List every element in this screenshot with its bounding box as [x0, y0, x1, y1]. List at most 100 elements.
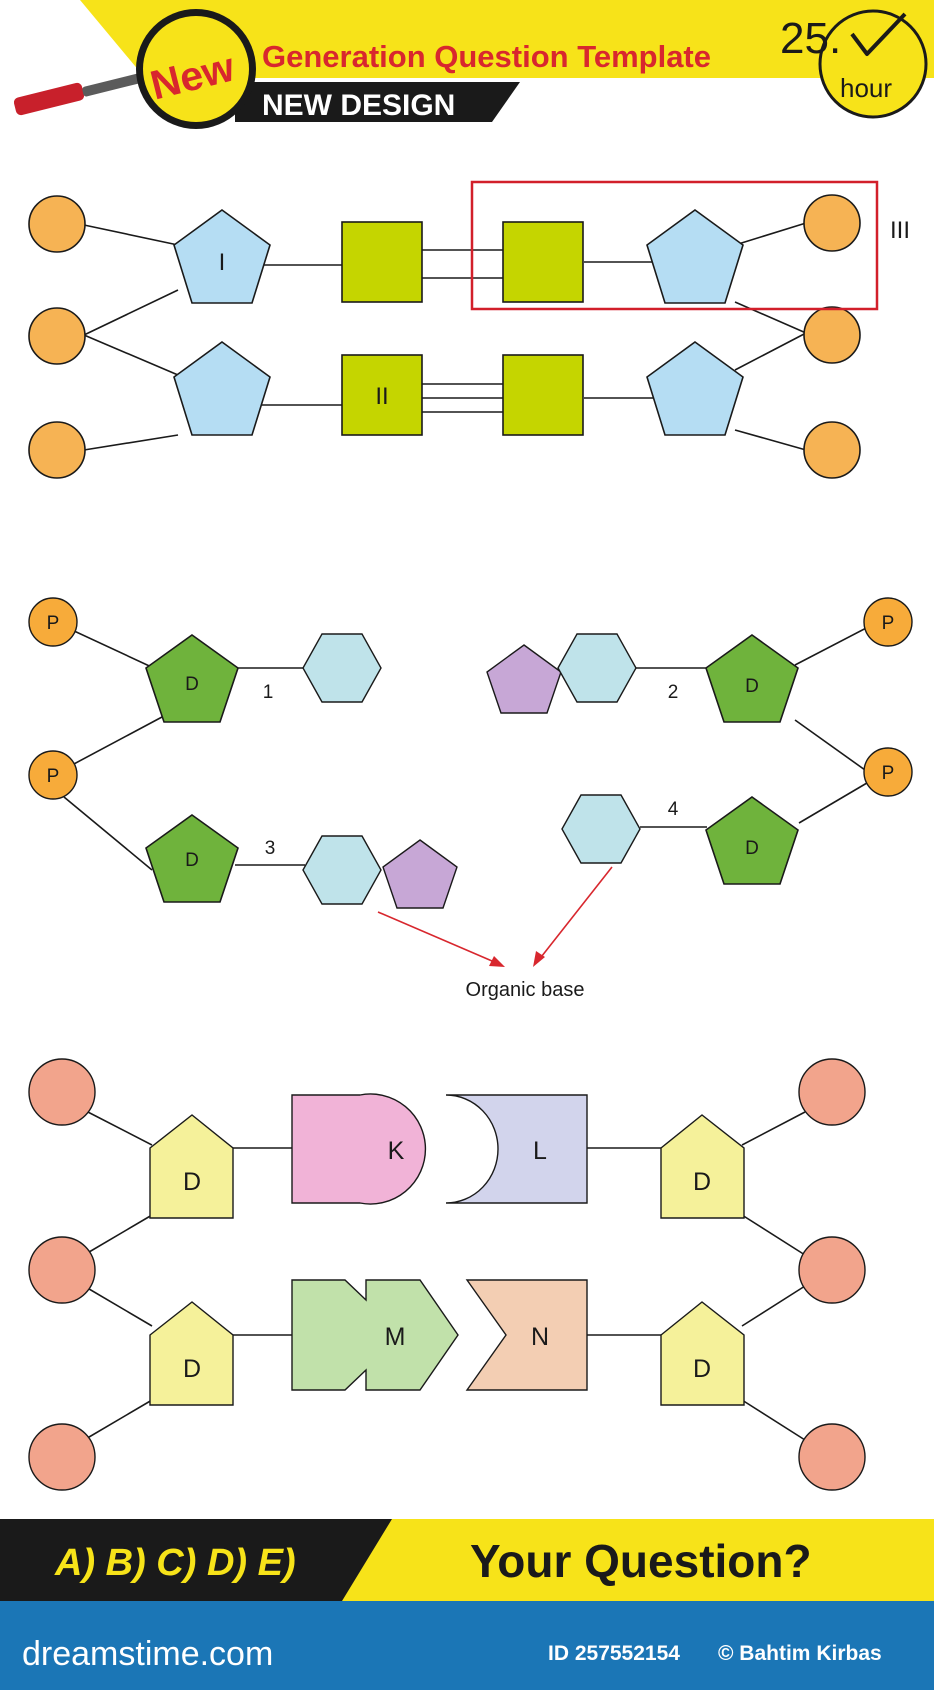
base-square [502, 221, 584, 303]
sugar-house [660, 1301, 745, 1406]
number-label: 4 [668, 799, 679, 820]
pointer-arrows [377, 866, 613, 967]
sugar-label: D [745, 676, 759, 697]
base-hexagon [302, 633, 382, 703]
arrow-line [537, 866, 613, 962]
phosphate-p-circles [28, 597, 913, 800]
base-label-k: K [388, 1137, 405, 1165]
header-subtitle-bar [235, 82, 520, 122]
phosphate-circle [798, 1423, 866, 1491]
phosphate-circle [863, 597, 913, 647]
number-label: 1 [263, 682, 274, 703]
phosphate-label: P [882, 613, 895, 634]
phosphate-circle [28, 1236, 96, 1304]
phosphate-circle [28, 750, 78, 800]
header-subtitle: NEW DESIGN [262, 89, 455, 122]
sugar-pentagon [145, 814, 239, 903]
watermark-bar [0, 1601, 934, 1690]
base-l [445, 1094, 588, 1204]
diagram-2: P P P P D D D D 1 2 3 4 [28, 597, 913, 1001]
watermark-id: ID 257552154 [548, 1642, 680, 1665]
phosphate-circle [28, 1058, 96, 1126]
header-title-banner [80, 0, 934, 78]
sugar-pentagon [173, 209, 271, 304]
magnifier-icon [13, 9, 256, 129]
sugar-label: D [693, 1168, 711, 1196]
organic-base-caption: Organic base [466, 979, 585, 1001]
base-square [341, 221, 423, 303]
highlight-box [470, 180, 879, 311]
base-hexagons [302, 633, 641, 905]
header: Generation Question Template NEW DESIGN … [13, 0, 934, 129]
base-hexagon [561, 794, 641, 864]
phosphate-label: P [47, 613, 60, 634]
diagram-3: D D D D K L M N [28, 1058, 866, 1491]
complementary-bases [291, 1093, 588, 1391]
phosphate-circle [28, 307, 86, 365]
sugar-house [660, 1114, 745, 1219]
base-square [502, 354, 584, 436]
arrow-head [489, 956, 505, 967]
purine-pentagons [382, 644, 562, 909]
sugar-house-shapes [149, 1114, 745, 1406]
phosphate-circle [28, 597, 78, 647]
footer-dark-band [0, 1519, 392, 1601]
sugar-pentagon [646, 341, 744, 436]
label-ii: II [375, 383, 388, 410]
sugar-pentagon [145, 634, 239, 723]
phosphate-circle [28, 195, 86, 253]
watermark-site: dreamstime.com [22, 1635, 273, 1673]
watermark-author: © Bahtim Kirbas [718, 1642, 882, 1665]
arrow-line [377, 911, 500, 965]
phosphate-circle [863, 747, 913, 797]
clock-unit: hour [840, 73, 892, 103]
base-m [291, 1279, 459, 1391]
clock-icon [818, 9, 928, 119]
label-i: I [219, 249, 226, 276]
phosphate-label: P [47, 766, 60, 787]
question-prompt: Your Question? [470, 1535, 812, 1587]
sugar-pentagon [705, 634, 799, 723]
base-label-l: L [533, 1137, 547, 1165]
answer-options: A) B) C) D) E) [54, 1542, 296, 1584]
phosphate-circle [28, 1423, 96, 1491]
base-n [465, 1279, 588, 1391]
number-label: 2 [668, 682, 679, 703]
diagram-2-bonds [63, 624, 873, 871]
phosphate-circles [28, 194, 861, 479]
clock-number: 25. [780, 14, 841, 63]
number-label: 3 [265, 838, 276, 859]
base-squares [341, 221, 584, 436]
purine-pentagon [382, 839, 458, 909]
diagram-1: I II III [28, 180, 910, 479]
phosphate-circle [803, 194, 861, 252]
phosphate-label: P [882, 763, 895, 784]
purine-pentagon [486, 644, 562, 714]
sugar-label: D [185, 850, 199, 871]
phosphate-circle [803, 306, 861, 364]
sugar-label: D [185, 674, 199, 695]
diagram-1-bonds [83, 222, 807, 451]
sugar-pentagon [646, 209, 744, 304]
phosphate-circle [803, 421, 861, 479]
sugar-label: D [183, 1355, 201, 1383]
phosphate-circle [28, 421, 86, 479]
footer: A) B) C) D) E) Your Question? dreamstime… [0, 1519, 934, 1690]
diagram-3-bonds [83, 1109, 806, 1441]
sugar-house [149, 1301, 234, 1406]
sugar-pentagon [173, 341, 271, 436]
sugar-house [149, 1114, 234, 1219]
base-square [341, 354, 423, 436]
phosphate-circles-salmon [28, 1058, 866, 1491]
phosphate-circle [798, 1236, 866, 1304]
base-hexagon [557, 633, 637, 703]
base-label-n: N [531, 1323, 549, 1351]
base-k [291, 1093, 427, 1205]
header-title: Generation Question Template [262, 39, 711, 74]
deoxyribose-pentagons [145, 634, 799, 903]
base-hexagon [302, 835, 382, 905]
phosphate-circle [798, 1058, 866, 1126]
label-iii: III [890, 217, 910, 244]
sugar-label: D [693, 1355, 711, 1383]
